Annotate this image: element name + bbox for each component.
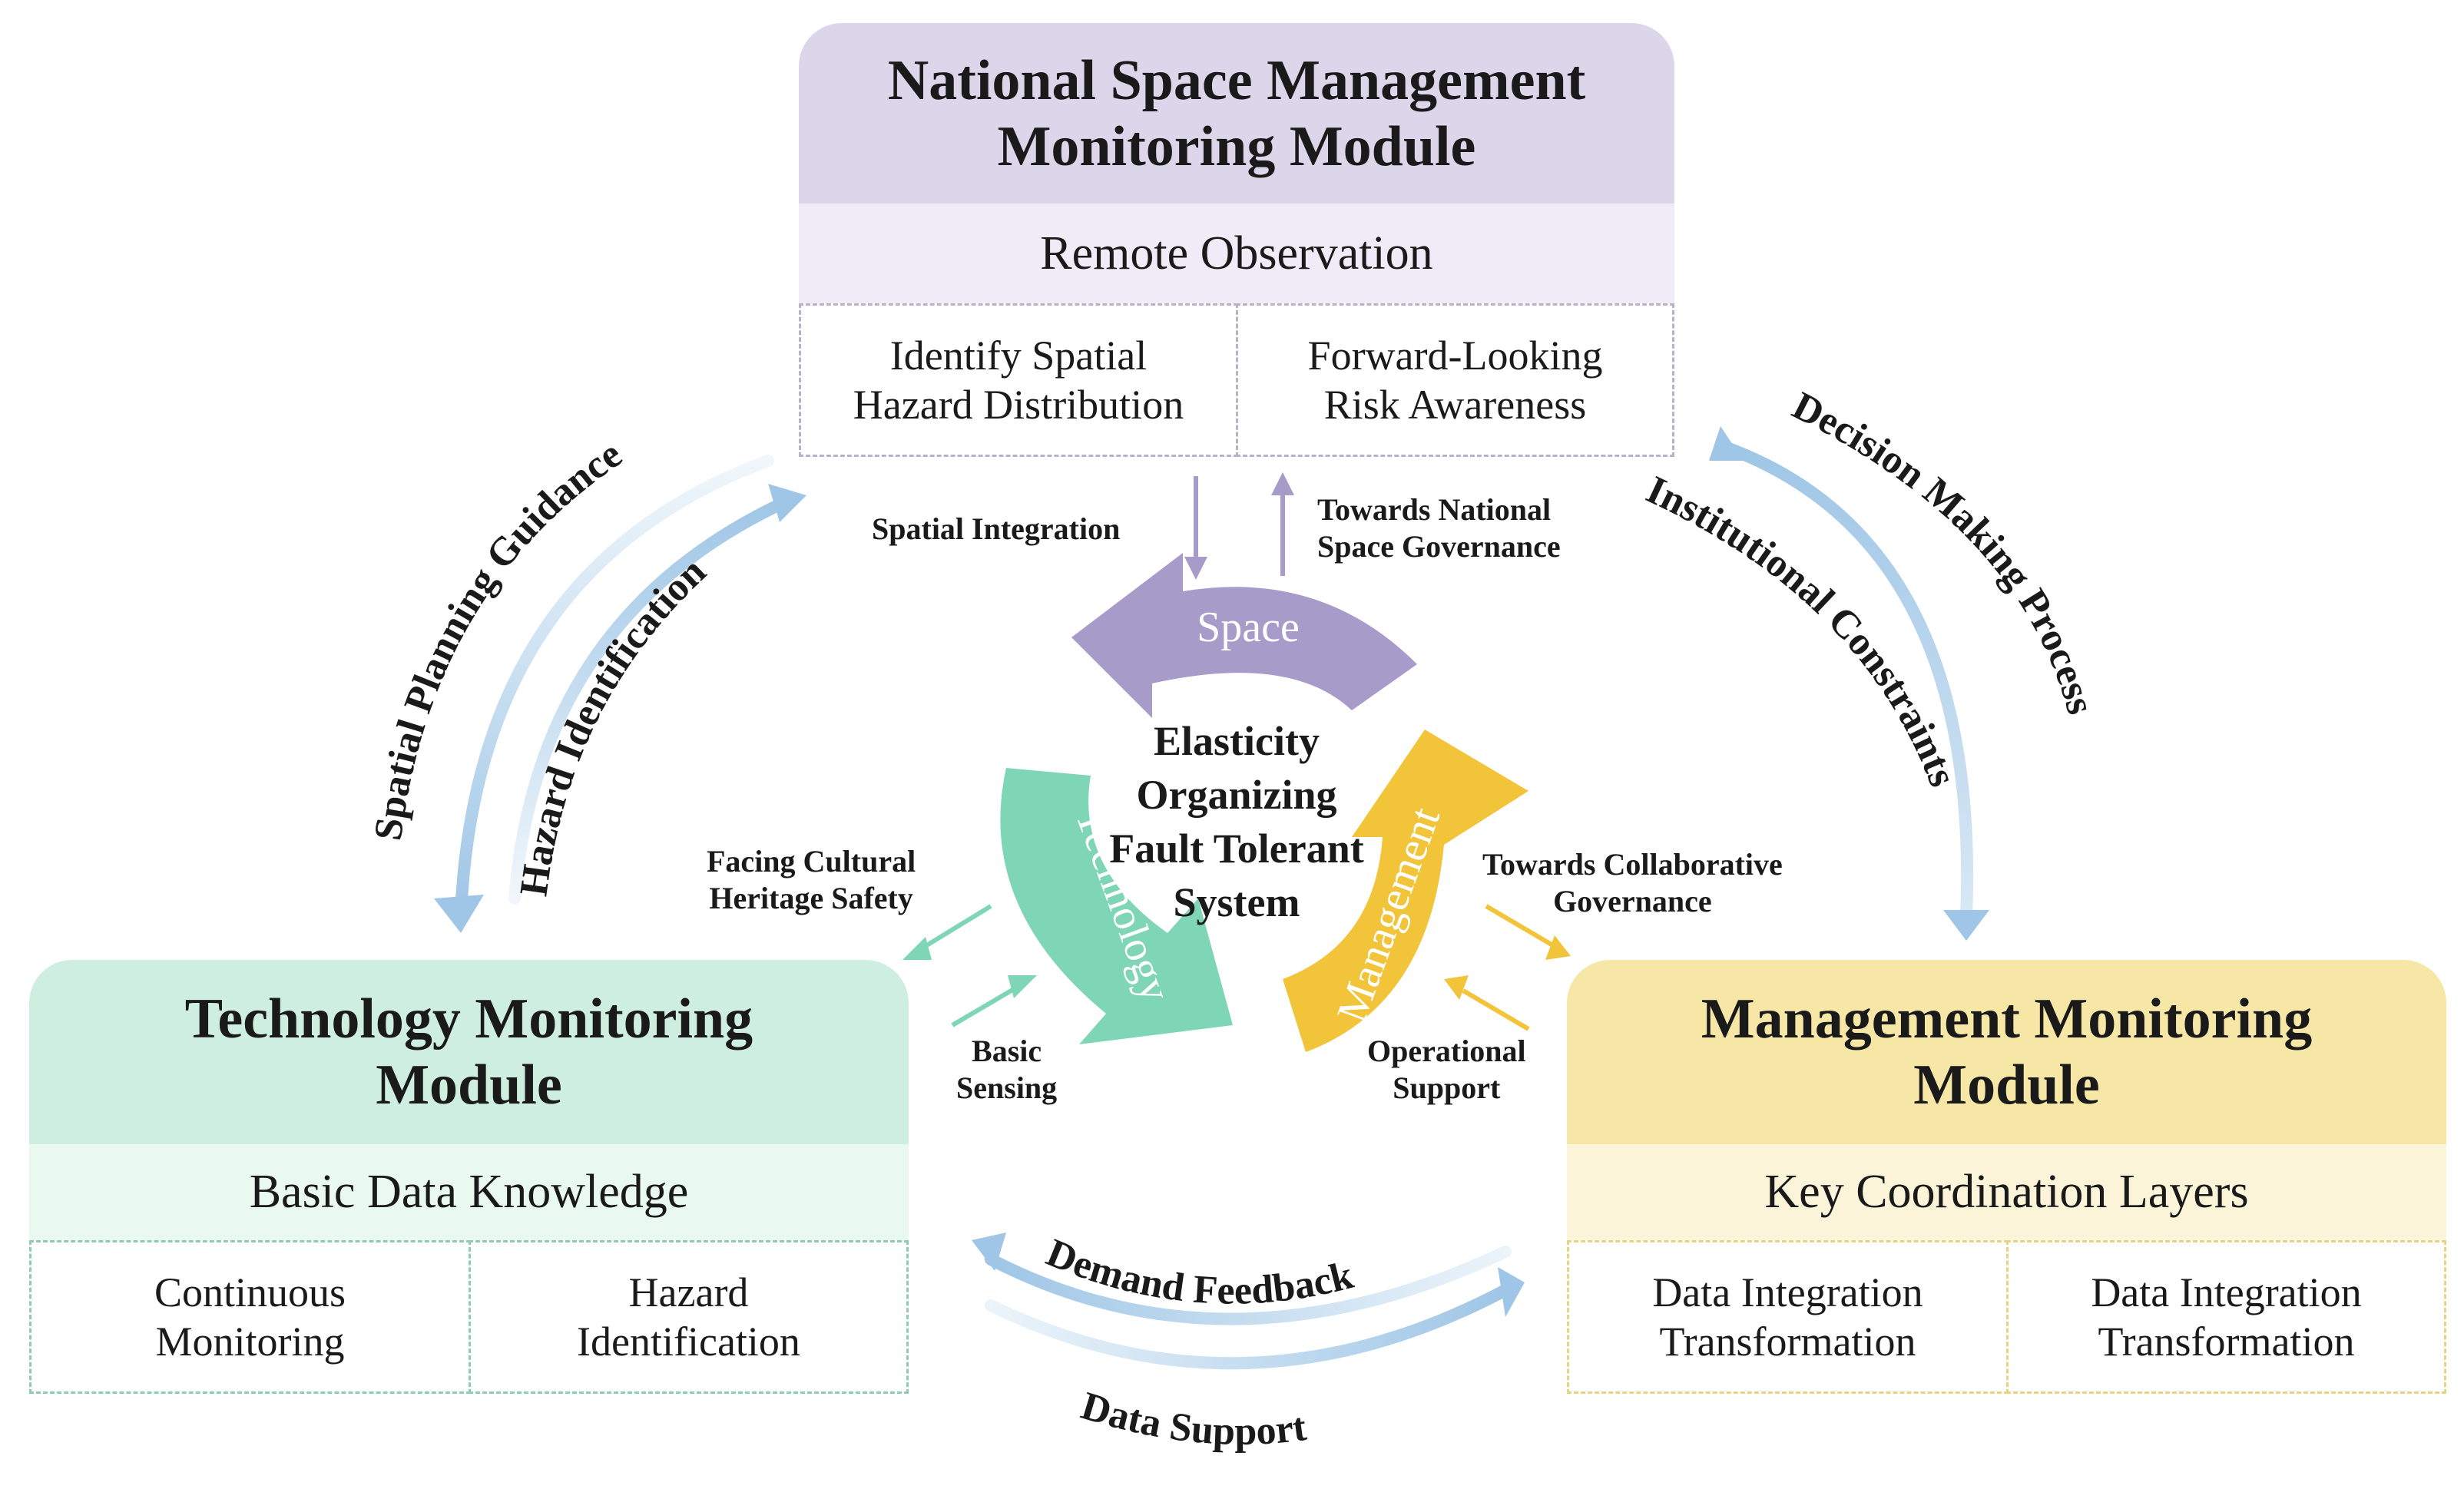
towards-collaborative-arrow: [1485, 904, 1553, 947]
operational-support-label: Operational Support: [1367, 1033, 1526, 1107]
decision-making-arrowhead-top: [1709, 426, 1744, 461]
space-module-subtitle: Remote Observation: [799, 203, 1674, 303]
spatial-planning-guidance-label: Spatial Planning Guidance: [366, 432, 630, 843]
management-cycle-arrow: [1283, 730, 1528, 1052]
management-title-line1: Management Monitoring: [1701, 988, 2313, 1051]
management-cell-left: Data Integration Transformation: [1567, 1240, 2009, 1394]
hazard-identification-arrowhead: [768, 484, 806, 522]
towards-national-line1: Towards National: [1317, 492, 1552, 527]
center-line-1: Elasticity: [1154, 718, 1320, 764]
space-title-line2: Monitoring Module: [997, 114, 1476, 178]
operational-support-line1: Operational: [1367, 1034, 1526, 1068]
spatial-integration-label: Spatial Integration: [872, 511, 1121, 546]
technology-cycle-arrow: [1000, 768, 1233, 1044]
spatial-integration-arrowhead: [1184, 557, 1207, 580]
data-support-label: Data Support: [1076, 1384, 1309, 1454]
center-line-4: System: [1173, 879, 1300, 925]
decision-making-process-label: Decision Making Process: [1786, 384, 2103, 719]
space-cycle-arrow: [1071, 553, 1417, 718]
towards-national-label: Towards National Space Governance: [1317, 491, 1561, 565]
decision-making-arrowhead-bottom: [1943, 910, 1989, 941]
basic-sensing-arrow: [951, 984, 1019, 1027]
technology-module-subtitle: Basic Data Knowledge: [29, 1144, 909, 1240]
decision-making-arrow: [1714, 439, 1974, 924]
towards-collaborative-label: Towards Collaborative Governance: [1482, 846, 1783, 920]
center-line-3: Fault Tolerant: [1109, 826, 1364, 872]
facing-cultural-label: Facing Cultural Heritage Safety: [707, 843, 916, 917]
technology-cell-right: Hazard Identification: [469, 1240, 909, 1394]
facing-cultural-line2: Heritage Safety: [709, 881, 913, 915]
hazard-identification-label: Hazard Identification: [512, 549, 714, 898]
towards-collaborative-arrowhead: [1545, 935, 1571, 960]
spatial-planning-guidance-arrow: [455, 455, 774, 920]
management-module-subtitle: Key Coordination Layers: [1567, 1144, 2446, 1240]
space-cell-right: Forward-Looking Risk Awareness: [1236, 303, 1674, 457]
towards-collaborative-line1: Towards Collaborative: [1482, 847, 1783, 882]
demand-feedback-arrow: [985, 1246, 1512, 1325]
towards-national-arrowhead: [1271, 472, 1294, 495]
data-support-arrowhead: [1498, 1267, 1525, 1317]
basic-sensing-line2: Sensing: [956, 1070, 1058, 1105]
hazard-identification-arrow: [508, 493, 797, 905]
spatial-planning-arrowhead: [434, 895, 484, 933]
operational-support-line2: Support: [1393, 1070, 1501, 1105]
space-title-line1: National Space Management: [887, 48, 1586, 112]
space-cycle-label: Space: [1197, 604, 1300, 651]
towards-national-line2: Space Governance: [1317, 529, 1561, 564]
technology-title-line2: Module: [376, 1054, 562, 1117]
basic-sensing-arrowhead: [1008, 975, 1037, 998]
facing-cultural-arrow: [920, 904, 992, 951]
demand-feedback-arrowhead: [972, 1233, 1006, 1271]
management-title-line2: Module: [1913, 1054, 2100, 1117]
basic-sensing-line1: Basic: [972, 1034, 1042, 1068]
center-system-label: Elasticity Organizing Fault Tolerant Sys…: [1068, 714, 1406, 929]
operational-support-arrow: [1462, 988, 1530, 1031]
center-line-2: Organizing: [1136, 772, 1337, 818]
facing-cultural-line1: Facing Cultural: [707, 844, 916, 879]
technology-cell-left: Continuous Monitoring: [29, 1240, 471, 1394]
towards-collaborative-line2: Governance: [1553, 884, 1712, 918]
management-cell-right: Data Integration Transformation: [2006, 1240, 2446, 1394]
basic-sensing-label: Basic Sensing: [956, 1033, 1057, 1107]
technology-title-line1: Technology Monitoring: [184, 988, 753, 1051]
facing-cultural-arrowhead: [902, 937, 932, 960]
space-cell-left: Identify Spatial Hazard Distribution: [799, 303, 1238, 457]
data-support-arrow: [985, 1284, 1512, 1370]
operational-support-arrowhead: [1444, 975, 1469, 1000]
